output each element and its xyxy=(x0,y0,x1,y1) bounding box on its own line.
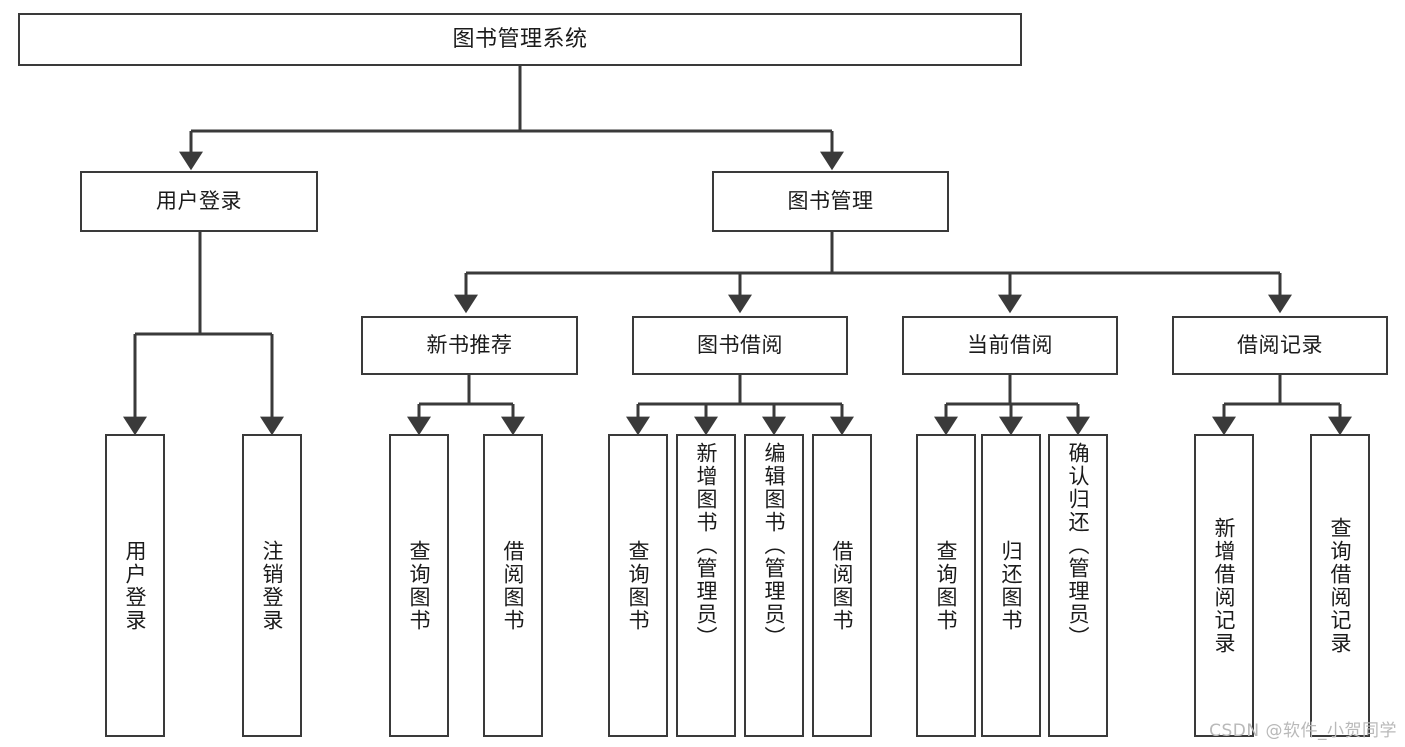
node-label: 确认归还（管理员） xyxy=(1066,442,1091,649)
node-label: 新增图书（管理员） xyxy=(694,442,719,649)
csdn-watermark: CSDN @软件_小贺同学 xyxy=(1209,721,1397,741)
node-label: 用户登录 xyxy=(123,539,148,632)
leaf-user-login-login[interactable]: 用户登录 xyxy=(105,434,165,737)
node-user-login[interactable]: 用户登录 xyxy=(80,171,318,232)
node-label: 查询图书 xyxy=(407,539,432,632)
node-book-borrow[interactable]: 图书借阅 xyxy=(632,316,848,375)
node-current-borrow[interactable]: 当前借阅 xyxy=(902,316,1118,375)
node-label: 用户登录 xyxy=(156,189,242,214)
leaf-new-book-borrow-book[interactable]: 借阅图书 xyxy=(483,434,543,737)
leaf-borrow-records-query-record[interactable]: 查询借阅记录 xyxy=(1310,434,1370,737)
leaf-book-borrow-borrow-book[interactable]: 借阅图书 xyxy=(812,434,872,737)
leaf-current-borrow-query-book[interactable]: 查询图书 xyxy=(916,434,976,737)
leaf-book-borrow-edit-book-admin[interactable]: 编辑图书（管理员） xyxy=(744,434,804,737)
node-label: 图书管理 xyxy=(787,189,874,214)
leaf-new-book-query-book[interactable]: 查询图书 xyxy=(389,434,449,737)
node-book-management[interactable]: 图书管理 xyxy=(712,171,949,232)
node-label: 借阅图书 xyxy=(501,539,526,632)
leaf-book-borrow-query-book[interactable]: 查询图书 xyxy=(608,434,668,737)
node-label: 查询图书 xyxy=(934,539,959,632)
node-label: 图书管理系统 xyxy=(452,26,588,52)
node-label: 新书推荐 xyxy=(426,333,513,358)
node-label: 注销登录 xyxy=(260,539,285,632)
node-label: 新增借阅记录 xyxy=(1212,516,1237,655)
node-borrow-records[interactable]: 借阅记录 xyxy=(1172,316,1388,375)
leaf-current-borrow-confirm-return-admin[interactable]: 确认归还（管理员） xyxy=(1048,434,1108,737)
node-label: 图书借阅 xyxy=(697,333,783,358)
leaf-current-borrow-return-book[interactable]: 归还图书 xyxy=(981,434,1041,737)
node-new-book-recommend[interactable]: 新书推荐 xyxy=(361,316,578,375)
node-label: 借阅图书 xyxy=(830,539,855,632)
leaf-borrow-records-add-record[interactable]: 新增借阅记录 xyxy=(1194,434,1254,737)
node-label: 查询图书 xyxy=(626,539,651,632)
node-label: 编辑图书（管理员） xyxy=(762,442,787,649)
leaf-user-login-logout[interactable]: 注销登录 xyxy=(242,434,302,737)
node-label: 借阅记录 xyxy=(1237,333,1323,358)
leaf-book-borrow-add-book-admin[interactable]: 新增图书（管理员） xyxy=(676,434,736,737)
node-label: 当前借阅 xyxy=(967,333,1053,358)
node-label: 查询借阅记录 xyxy=(1328,516,1353,655)
node-root-system[interactable]: 图书管理系统 xyxy=(18,13,1022,66)
node-label: 归还图书 xyxy=(999,539,1024,632)
